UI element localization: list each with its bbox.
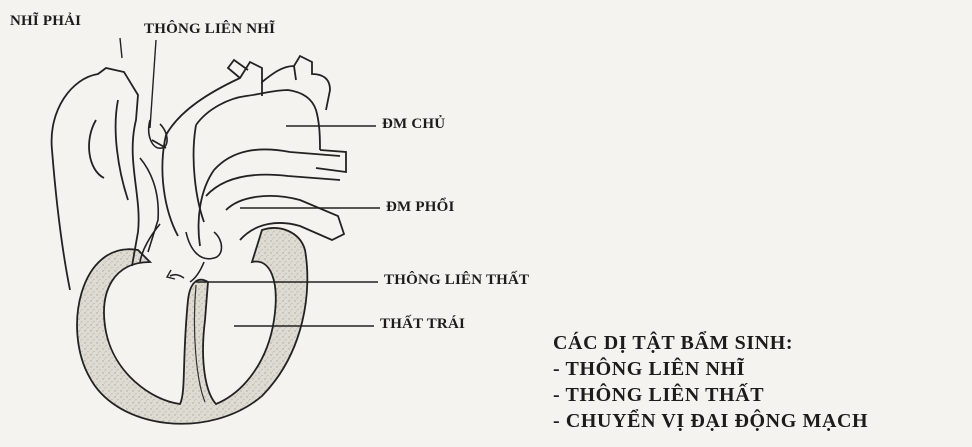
caption-item: - THÔNG LIÊN THẤT xyxy=(553,384,765,406)
label-ventricular-septal-defect: THÔNG LIÊN THẤT xyxy=(384,272,530,288)
caption-item: - CHUYỂN VỊ ĐẠI ĐỘNG MẠCH xyxy=(553,410,869,432)
caption-item: - THÔNG LIÊN NHĨ xyxy=(553,358,746,380)
label-atrial-septal-defect: THÔNG LIÊN NHĨ xyxy=(144,21,276,37)
right-atrium xyxy=(50,67,140,291)
label-aorta: ĐM CHỦ xyxy=(382,116,446,132)
label-pulmonary-artery: ĐM PHỔI xyxy=(386,199,455,215)
label-left-ventricle: THẤT TRÁI xyxy=(380,316,466,332)
caption-title: CÁC DỊ TẬT BẨM SINH: xyxy=(553,332,794,354)
label-right-atrium: NHĨ PHẢI xyxy=(10,13,82,29)
ventricle-wall xyxy=(76,227,309,425)
leader-lines xyxy=(119,37,380,327)
atrial-septum xyxy=(139,119,168,263)
aorta xyxy=(161,54,347,237)
congenital-defects-caption: CÁC DỊ TẬT BẨM SINH: - THÔNG LIÊN NHĨ - … xyxy=(553,330,868,434)
septal-defect xyxy=(165,231,223,283)
pulmonary-artery xyxy=(197,148,346,247)
